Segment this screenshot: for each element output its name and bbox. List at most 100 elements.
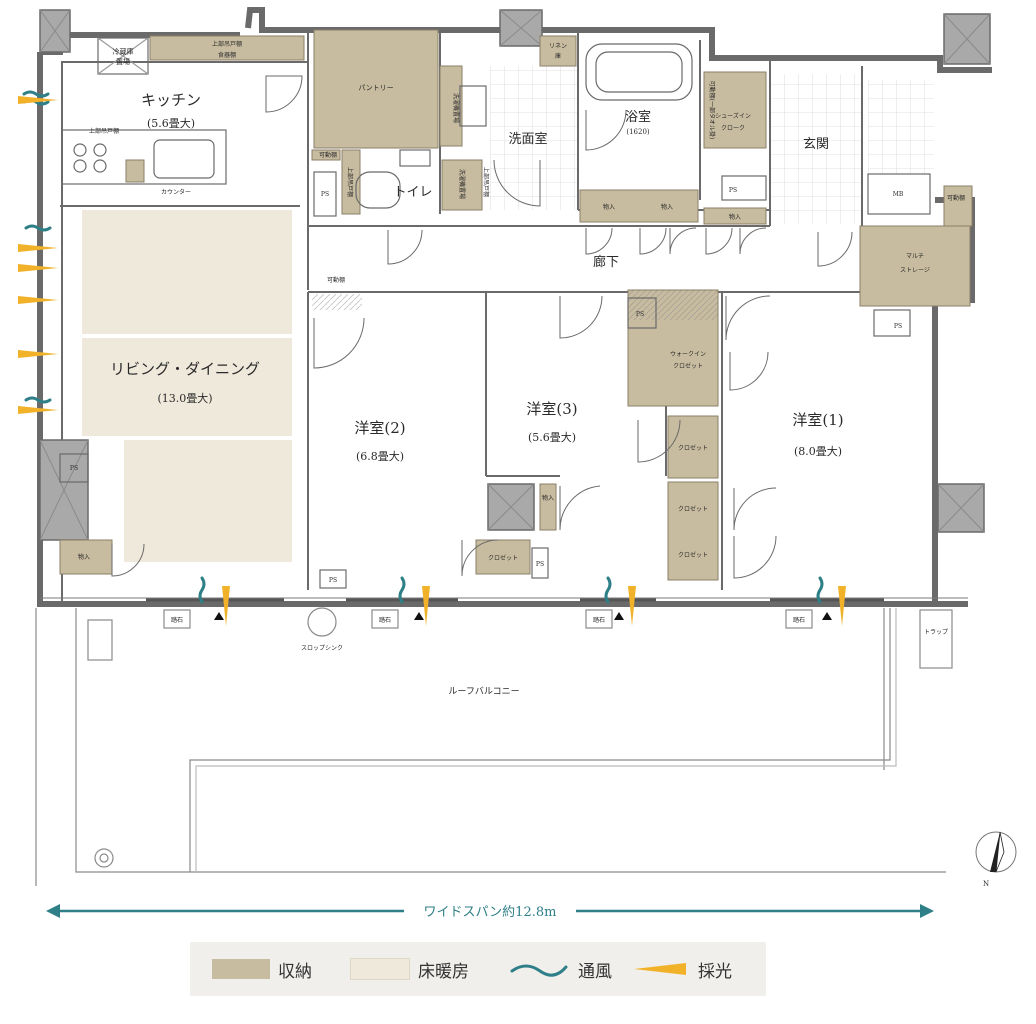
roof-balcony [35, 607, 953, 886]
bedroom3-size: (5.6畳大) [528, 430, 576, 444]
multi-storage [859, 225, 971, 307]
multi-storage-label-2: ストレージ [900, 267, 930, 274]
cupboard-storage [149, 35, 305, 61]
laundry-shelf [441, 159, 483, 211]
fridge-label-1: 冷蔵庫 [113, 47, 134, 56]
shoes-in-label-1: シューズイン [715, 112, 751, 120]
upper-shelf-side-label: 上部吊戸棚 [482, 167, 490, 197]
kitchen-fixtures [61, 37, 227, 185]
living-name: リビング・ダイニング [110, 360, 260, 378]
legend-storage-label: 収納 [278, 961, 312, 982]
shoes-in-label-2: クローク [721, 125, 745, 132]
linen-storage [539, 35, 577, 67]
wind-icon [24, 396, 52, 404]
window-line [40, 597, 968, 602]
washroom-name: 洗面室 [508, 131, 547, 147]
ps-label-1: PS [321, 191, 329, 198]
dimension-label: ワイドスパン約12.8m [424, 905, 557, 920]
toilet-name: トイレ [393, 185, 432, 200]
stone-label-1: 踏石 [171, 616, 183, 624]
legend: 収納 床暖房 通風 採光 [190, 942, 766, 996]
sunlight-icon [634, 963, 686, 975]
tile-floors [490, 66, 934, 224]
entrance-name: 玄関 [803, 137, 829, 152]
legend-ventilation-label: 通風 [578, 961, 612, 982]
movable-shelf-label: 可動棚 [319, 151, 337, 159]
closet-3 [475, 539, 531, 575]
pantry [313, 29, 439, 149]
legend-daylight-label: 採光 [698, 961, 732, 982]
bath-fixtures [59, 43, 931, 589]
daylight-markers [18, 96, 846, 626]
upper-cabinet-label: 上部吊戸棚 [212, 40, 242, 48]
shoes-in-closet [703, 71, 767, 149]
bedroom2-size: (6.8畳大) [356, 449, 404, 463]
wind-icon [398, 576, 406, 604]
legend-floor-heating-label: 床暖房 [418, 961, 469, 982]
stone-label-4: 踏石 [793, 616, 805, 624]
linen-label-1: リネン [549, 43, 567, 50]
bedroom1-size: (8.0畳大) [794, 444, 842, 458]
toilet-bowl [355, 171, 401, 209]
walk-in-label-1: ウォークイン [670, 350, 706, 358]
closet-label-2: クロゼット [678, 505, 708, 513]
wind-icon [510, 964, 568, 977]
width-dimension: ワイドスパン約12.8m [44, 896, 936, 926]
linen-label-2: 庫 [555, 52, 561, 60]
kado-shelf-label: 可動棚 [947, 194, 965, 202]
wind-icon [22, 90, 50, 98]
kitchen-shelf [125, 159, 145, 183]
closet-label-1: クロゼット [678, 444, 708, 452]
slop-sink-label: スロップシンク [301, 645, 343, 652]
ps-label-4: PS [894, 323, 902, 330]
mb-label: MB [893, 191, 904, 198]
toilet-shelf [341, 149, 361, 215]
entry-storage [703, 207, 767, 225]
ps-label-2: PS [729, 187, 737, 194]
toilet-shelf-label: 上部吊戸棚 [346, 167, 354, 197]
wash-basin [459, 85, 487, 127]
floor-heating-swatch [350, 958, 410, 980]
bath-shelf-label: 可動棚(一部タオル掛) [708, 81, 716, 140]
closet-2 [667, 481, 719, 581]
storage-label-2: 物入 [661, 203, 673, 211]
wind-icon [816, 576, 824, 604]
storage-label-1: 物入 [603, 203, 615, 211]
ps-label-3: PS [636, 311, 644, 318]
trap-label: トラップ [924, 629, 948, 636]
stove-icon [73, 143, 107, 173]
fixture-labels: 冷蔵庫 置場 上部吊戸棚 食器棚 パントリー リネン 庫 上部吊戸棚 カウンター… [70, 40, 989, 888]
legend-storage: 収納 [212, 958, 312, 982]
movable-shelf-box [943, 185, 973, 227]
fridge-label-2: 置場 [116, 57, 130, 66]
legend-daylight: 採光 [630, 958, 732, 982]
corridor-shelf-label: 可動棚 [327, 276, 345, 284]
kitchen-upper-cabinet-label: 上部吊戸棚 [89, 127, 119, 135]
ps-label-5: PS [70, 465, 78, 472]
bedroom3-name: 洋室(3) [526, 400, 577, 418]
storage-swatch [212, 959, 270, 979]
closet-1 [667, 415, 719, 479]
storage-label-4: 物入 [78, 553, 90, 561]
storage-label-3: 物入 [729, 213, 741, 221]
counter-label: カウンター [161, 188, 191, 196]
stone-label-3: 踏石 [593, 616, 605, 624]
bathtub [585, 43, 693, 101]
slop-sink-icon [307, 607, 337, 637]
wind-icon [198, 576, 206, 604]
wind-icon [24, 224, 52, 232]
dimension-arrow: ワイドスパン約12.8m [46, 904, 934, 920]
shelf-strip [311, 149, 341, 161]
legend-floor-heating: 床暖房 [350, 958, 469, 982]
door-swings [111, 75, 853, 579]
floor-heating-areas [82, 210, 292, 562]
pantry-label: パントリー [358, 84, 393, 92]
ps-label-6: PS [536, 561, 544, 568]
bedroom1-name: 洋室(1) [792, 411, 843, 429]
fridge-space [97, 37, 149, 75]
cupboard-label: 食器棚 [218, 51, 236, 59]
living-size: (13.0畳大) [157, 391, 212, 405]
wash-shelf [439, 65, 463, 147]
wind-icon [604, 576, 612, 604]
